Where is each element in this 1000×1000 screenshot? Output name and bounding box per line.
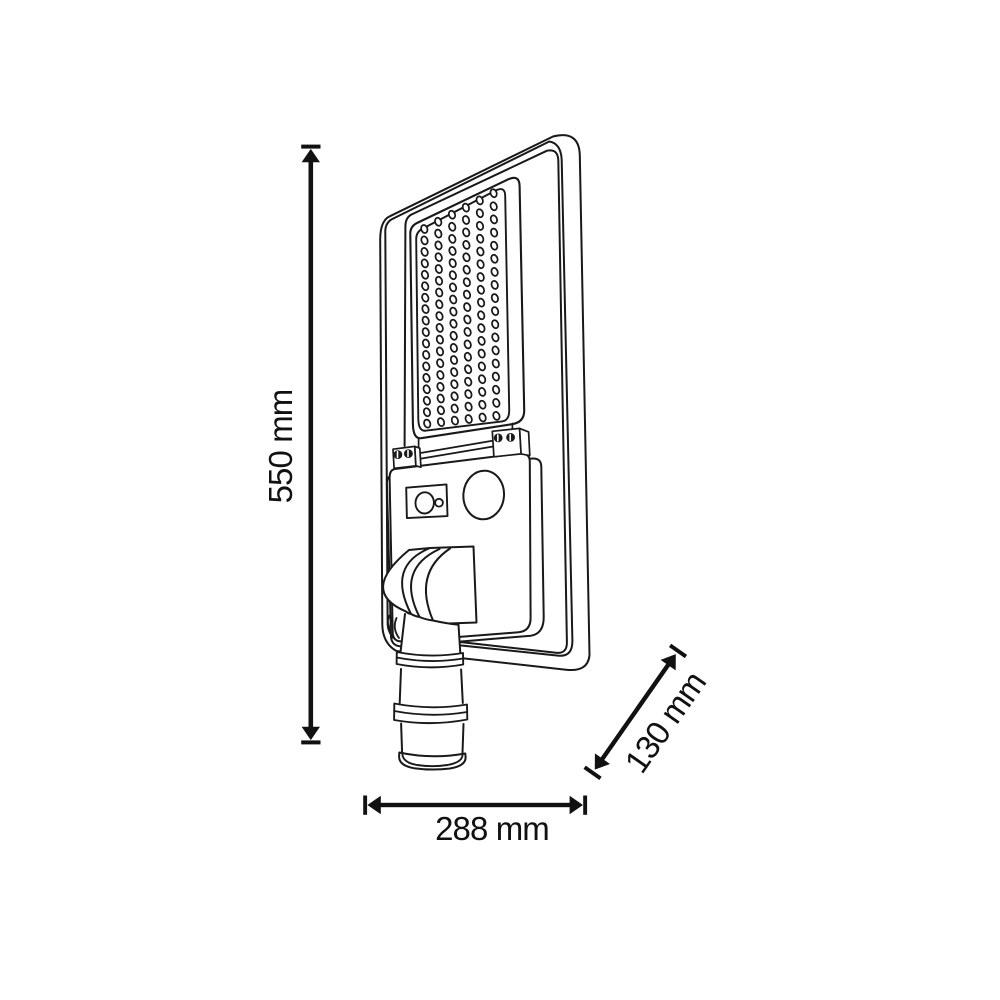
svg-text:550 mm: 550 mm [262,390,299,504]
svg-text:288 mm: 288 mm [435,810,549,847]
